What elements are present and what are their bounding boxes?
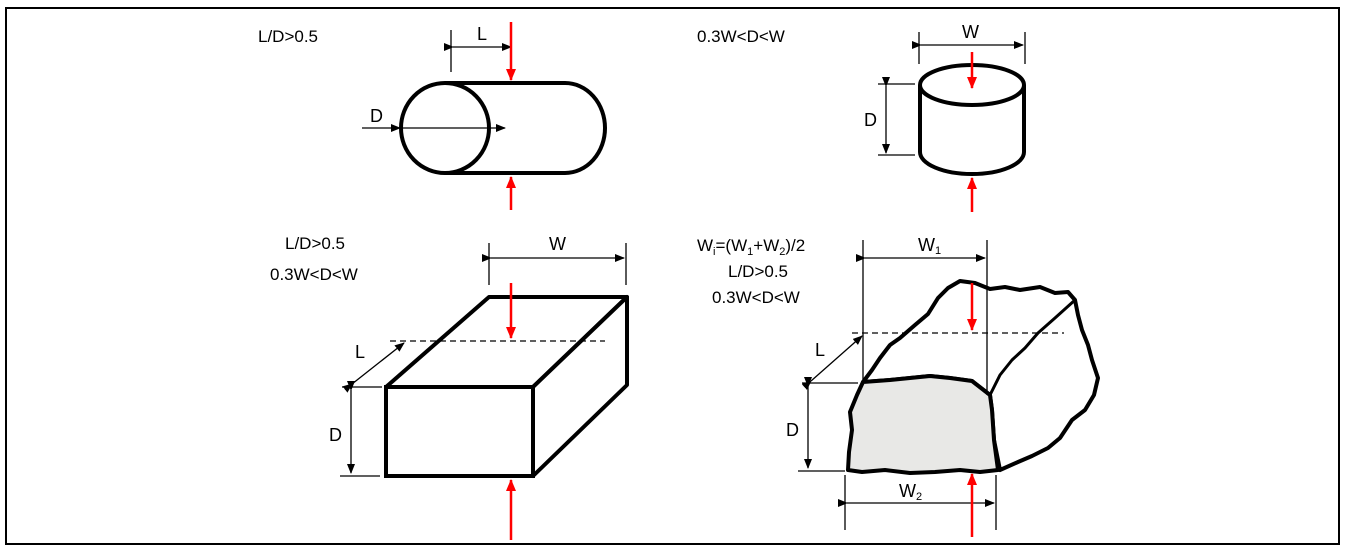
lump-front-face xyxy=(846,374,1000,475)
cylinder-body xyxy=(445,81,607,175)
condition-label: L/D>0.5 xyxy=(258,27,318,46)
condition-line-2: L/D>0.5 xyxy=(728,262,788,281)
length-dimension xyxy=(801,335,863,390)
length-label: L xyxy=(477,24,487,44)
length-label: L xyxy=(355,342,365,362)
length-label: L xyxy=(815,340,825,360)
width-label: W xyxy=(549,234,566,254)
cylinder-diametral-panel: L/D>0.5 L D xyxy=(258,22,607,210)
depth-label: D xyxy=(329,425,342,445)
w1-sub: 1 xyxy=(935,245,941,257)
block-front-face xyxy=(384,385,535,478)
formula-plus: +W xyxy=(753,236,779,255)
depth-label: D xyxy=(864,110,877,130)
irregular-lump-panel: Wi=(W1+W2)/2 L/D>0.5 0.3W<D<W W1 L D W2 xyxy=(697,235,1100,537)
w2-label: W2 xyxy=(899,481,922,503)
condition-line-1: L/D>0.5 xyxy=(285,234,345,253)
formula-sub-i: i xyxy=(713,246,715,258)
formula-sub-1: 1 xyxy=(747,246,753,258)
condition-line-3: 0.3W<D<W xyxy=(712,288,800,307)
figure-frame xyxy=(5,7,1340,545)
depth-label: D xyxy=(786,420,799,440)
width-label: W xyxy=(962,22,979,42)
formula-line: Wi=(W1+W2)/2 xyxy=(697,236,805,258)
w1-main: W xyxy=(918,235,935,255)
diameter-label: D xyxy=(370,106,383,126)
w1-label: W1 xyxy=(918,235,941,257)
formula-w: W xyxy=(697,236,713,255)
w2-sub: 2 xyxy=(916,491,922,503)
condition-label: 0.3W<D<W xyxy=(697,27,785,46)
block-panel: L/D>0.5 0.3W<D<W W L D xyxy=(270,234,629,540)
cylinder-side xyxy=(918,85,1026,176)
cylinder-axial-panel: 0.3W<D<W W D xyxy=(697,22,1026,212)
condition-line-2: 0.3W<D<W xyxy=(270,265,358,284)
length-dimension xyxy=(342,342,405,393)
w2-main: W xyxy=(899,481,916,501)
formula-mid: =(W xyxy=(716,236,748,255)
formula-sub-2: 2 xyxy=(779,246,785,258)
formula-end: )/2 xyxy=(785,236,805,255)
